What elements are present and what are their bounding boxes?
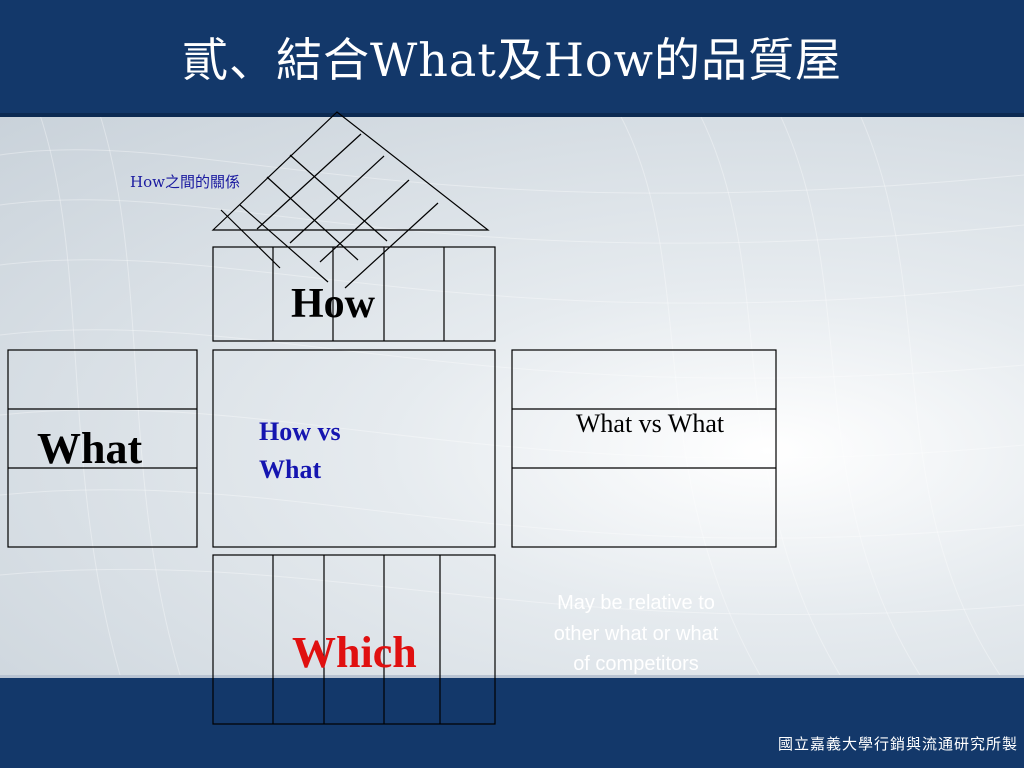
which-label: Which <box>292 628 417 677</box>
what-vs-what-label: What vs What <box>575 409 725 438</box>
footer-bar <box>0 675 1024 768</box>
footer-text: 國立嘉義大學行銷與流通研究所製 <box>777 735 1018 753</box>
roof-label: How之間的關係 <box>130 173 240 191</box>
slide-title: 貳、結合What及How的品質屋 <box>182 33 842 87</box>
which-grid <box>212 554 496 725</box>
what-label: What <box>37 424 143 473</box>
competitor-note: May be relative to other what or what of… <box>553 592 719 675</box>
what-vs-what-grid <box>511 349 777 548</box>
how-grid <box>212 246 496 342</box>
how-vs-what-label: How vs What <box>259 417 341 484</box>
what-grid <box>7 349 198 548</box>
how-label: How <box>291 281 375 327</box>
relationship-matrix <box>212 349 496 548</box>
roof-triangle <box>211 111 490 289</box>
background-wave-art <box>0 115 1024 675</box>
title-bar <box>0 0 1024 117</box>
